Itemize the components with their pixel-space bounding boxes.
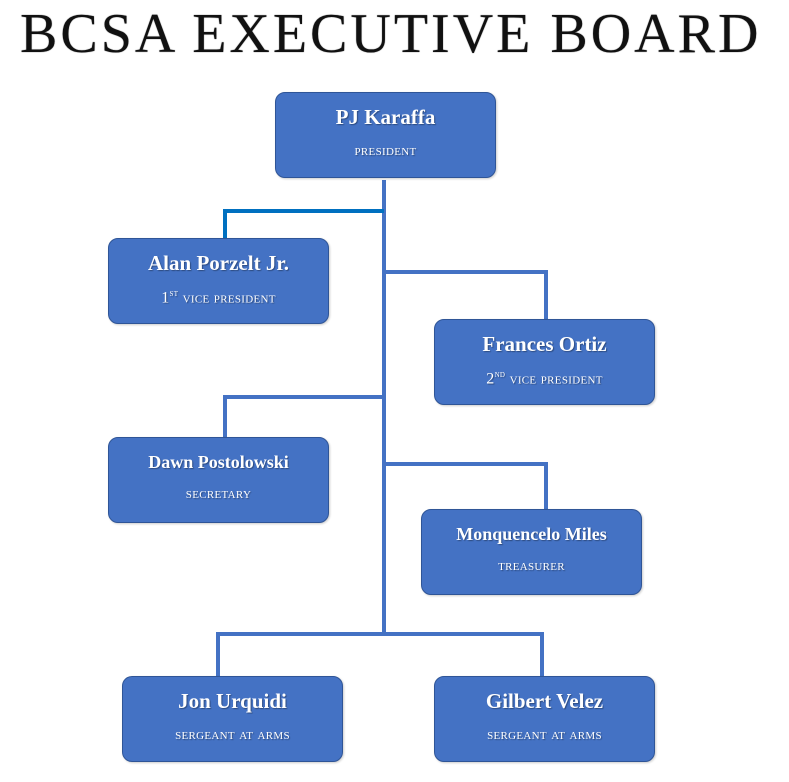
- role-text: VICE PRESIDENT: [178, 289, 276, 307]
- connector-alan: [223, 209, 384, 238]
- connector-dawn: [223, 395, 384, 437]
- member-role: PRESIDENT: [354, 142, 417, 159]
- connector-monquencelo: [384, 462, 548, 509]
- member-box-sergeant-at-arms-2: Gilbert Velez SERGEANT AT ARMS: [434, 676, 655, 762]
- role-ordinal: 1: [161, 289, 170, 307]
- member-name: Frances Ortiz: [482, 332, 607, 356]
- page-title: BCSA EXECUTIVE BOARD: [20, 3, 762, 65]
- member-role: 1ST VICE PRESIDENT: [109, 288, 328, 307]
- member-box-1st-vice-president: Alan Porzelt Jr. 1ST VICE PRESIDENT: [108, 238, 329, 324]
- member-box-sergeant-at-arms-1: Jon Urquidi SERGEANT AT ARMS: [122, 676, 343, 762]
- member-name: Dawn Postolowski: [148, 452, 289, 472]
- connector-sergeants: [216, 632, 544, 676]
- role-text: VICE PRESIDENT: [505, 370, 603, 388]
- member-box-2nd-vice-president: Frances Ortiz 2ND VICE PRESIDENT: [434, 319, 655, 405]
- member-name: Monquencelo Miles: [456, 524, 607, 544]
- member-role: SERGEANT AT ARMS: [487, 726, 602, 743]
- member-name: Gilbert Velez: [485, 689, 604, 713]
- member-name: PJ Karaffa: [335, 105, 436, 129]
- connector-frances: [384, 270, 548, 319]
- role-ordinal-suffix: ND: [494, 369, 506, 380]
- member-name: Alan Porzelt Jr.: [148, 251, 289, 275]
- role-ordinal: 2: [486, 370, 495, 388]
- role-ordinal-suffix: ST: [169, 288, 179, 299]
- member-name: Jon Urquidi: [178, 689, 287, 713]
- member-role: 2ND VICE PRESIDENT: [435, 369, 654, 388]
- member-role: TREASURER: [498, 557, 565, 574]
- member-box-secretary: Dawn Postolowski SECRETARY: [108, 437, 329, 523]
- member-box-president: PJ Karaffa PRESIDENT: [275, 92, 496, 178]
- member-box-treasurer: Monquencelo Miles TREASURER: [421, 509, 642, 595]
- member-role: SECRETARY: [185, 485, 252, 502]
- member-role: SERGEANT AT ARMS: [175, 726, 290, 743]
